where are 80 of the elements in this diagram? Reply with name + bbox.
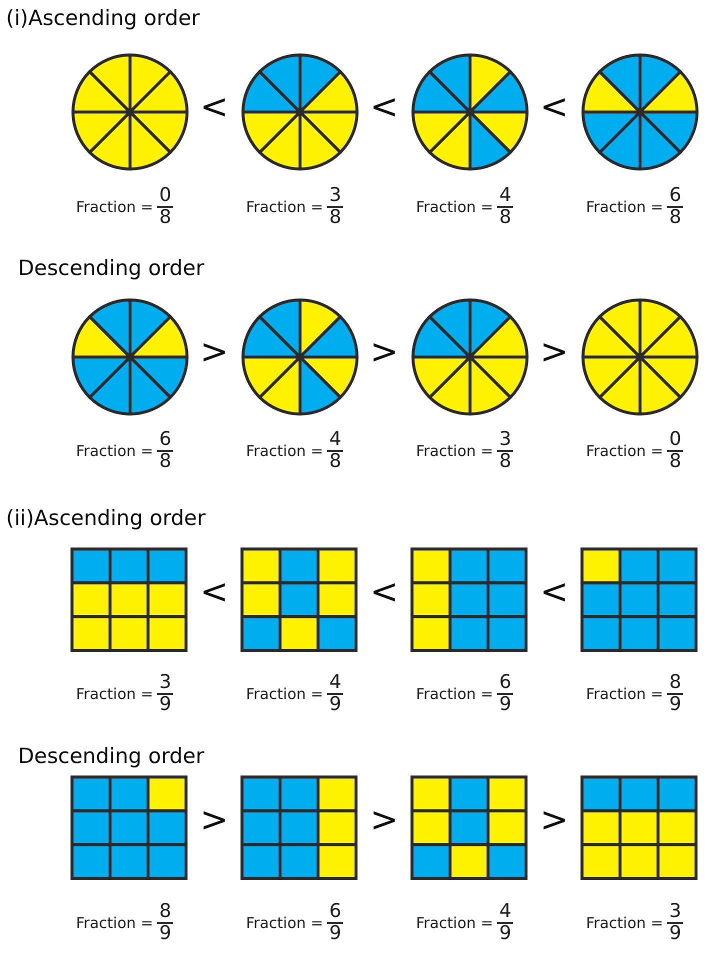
fraction-circle-drawing	[580, 297, 700, 417]
numerator: 6	[667, 186, 684, 208]
numerator: 0	[157, 186, 174, 208]
fraction-grid-drawing	[240, 547, 358, 653]
section-heading: Descending order	[18, 256, 204, 280]
comparison-sign: >	[540, 335, 568, 369]
fraction-text: Fraction =	[416, 684, 494, 703]
comparison-sign: >	[200, 335, 228, 369]
fraction-circle-drawing	[70, 297, 190, 417]
numerator: 6	[327, 902, 344, 924]
fraction-text: Fraction =	[76, 684, 154, 703]
fraction-circle-drawing	[580, 52, 700, 172]
denominator: 9	[159, 924, 172, 944]
fraction-grid-drawing	[580, 547, 698, 653]
denominator: 8	[669, 208, 682, 228]
fraction-text: Fraction =	[246, 914, 324, 932]
denominator: 9	[159, 694, 172, 715]
fraction-circle-drawing	[240, 52, 360, 172]
numerator: 4	[497, 902, 514, 924]
numerator: 4	[497, 186, 514, 208]
comparison-sign: <	[370, 90, 398, 124]
fraction-grid-drawing	[240, 775, 358, 881]
denominator: 9	[499, 694, 512, 715]
denominator: 8	[329, 452, 342, 472]
numerator: 3	[497, 430, 514, 452]
fraction-grid-drawing	[70, 547, 188, 653]
denominator: 8	[669, 452, 682, 472]
denominator: 9	[499, 924, 512, 944]
numerator: 4	[327, 673, 344, 695]
fraction-grid-drawing	[410, 775, 528, 881]
comparison-sign: >	[370, 803, 398, 837]
fraction-text: Fraction =	[246, 684, 324, 703]
fraction-text: Fraction =	[76, 442, 154, 460]
fraction-grid-drawing	[410, 547, 528, 653]
denominator: 8	[499, 452, 512, 472]
denominator: 8	[499, 208, 512, 228]
denominator: 8	[159, 452, 172, 472]
fraction-circle-drawing	[240, 297, 360, 417]
numerator: 6	[497, 673, 514, 695]
denominator: 9	[669, 924, 682, 944]
numerator: 3	[327, 186, 344, 208]
fraction-grid-drawing	[70, 775, 188, 881]
denominator: 8	[329, 208, 342, 228]
comparison-sign: >	[540, 803, 568, 837]
numerator: 8	[157, 902, 174, 924]
numerator: 3	[157, 673, 174, 695]
fraction-text: Fraction =	[416, 198, 494, 216]
comparison-sign: <	[540, 90, 568, 124]
numerator: 4	[327, 430, 344, 452]
fraction-text: Fraction =	[586, 198, 664, 216]
fraction-circle-drawing	[70, 52, 190, 172]
fraction-circle-drawing	[410, 297, 530, 417]
numerator: 3	[667, 902, 684, 924]
fraction-text: Fraction =	[246, 442, 324, 460]
fraction-text: Fraction =	[76, 914, 154, 932]
fraction-text: Fraction =	[246, 198, 324, 216]
numerator: 0	[667, 430, 684, 452]
fraction-text: Fraction =	[76, 198, 154, 216]
fraction-grid-drawing	[580, 775, 698, 881]
fraction-text: Fraction =	[416, 442, 494, 460]
denominator: 9	[329, 924, 342, 944]
section-heading: (ii)Ascending order	[6, 506, 206, 530]
comparison-sign: <	[200, 575, 228, 609]
fraction-circle-drawing	[410, 52, 530, 172]
comparison-sign: >	[200, 803, 228, 837]
section-heading: Descending order	[18, 744, 204, 768]
section-heading: (i)Ascending order	[6, 6, 200, 30]
fraction-text: Fraction =	[586, 442, 664, 460]
comparison-sign: <	[370, 575, 398, 609]
fraction-text: Fraction =	[586, 684, 664, 703]
denominator: 8	[159, 208, 172, 228]
numerator: 6	[157, 430, 174, 452]
comparison-sign: <	[540, 575, 568, 609]
denominator: 9	[669, 694, 682, 715]
comparison-sign: >	[370, 335, 398, 369]
fraction-text: Fraction =	[416, 914, 494, 932]
numerator: 8	[667, 673, 684, 695]
denominator: 9	[329, 694, 342, 715]
comparison-sign: <	[200, 90, 228, 124]
fraction-text: Fraction =	[586, 914, 664, 932]
